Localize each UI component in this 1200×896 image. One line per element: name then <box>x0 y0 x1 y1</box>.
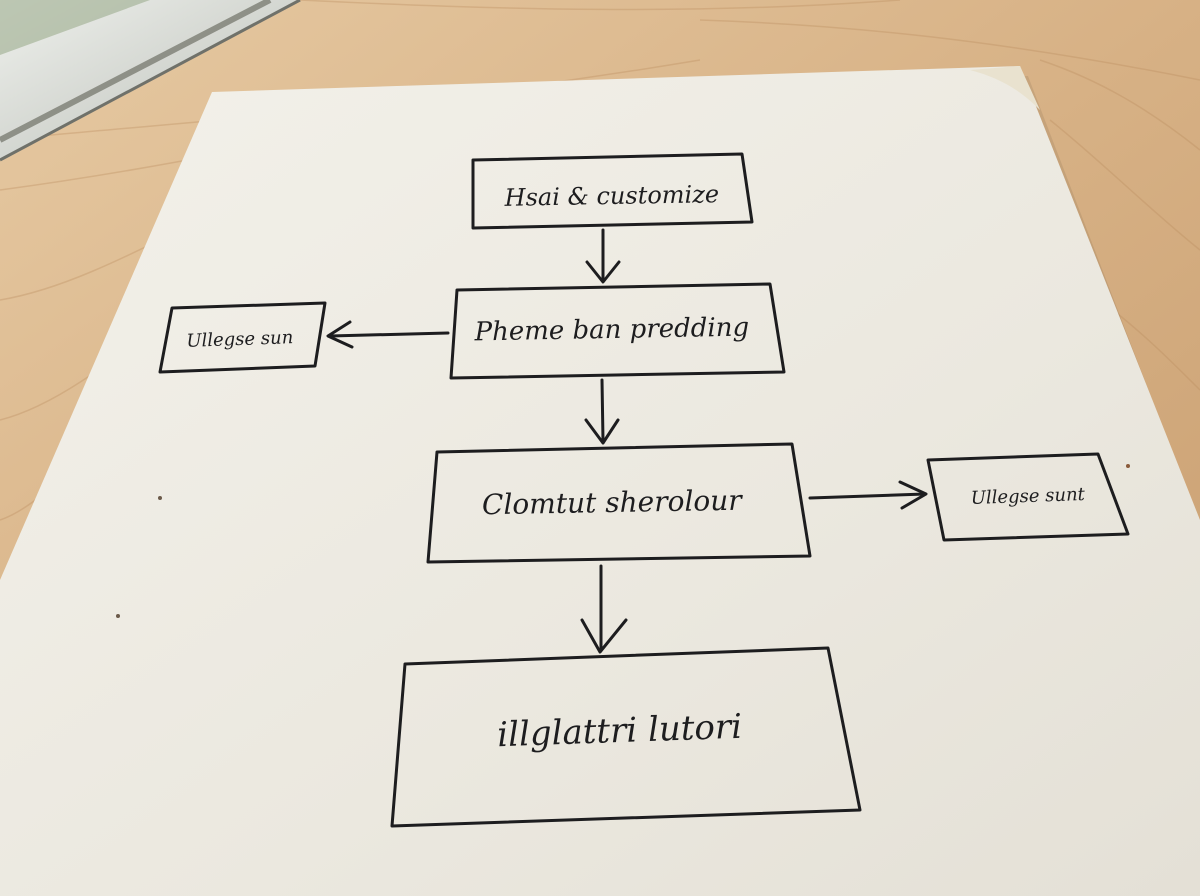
flowchart <box>158 152 1130 828</box>
arrow-2 <box>600 378 605 442</box>
flow-box-third <box>426 442 812 564</box>
paper-speck <box>158 496 162 500</box>
arrow-right <box>808 492 927 500</box>
box-left-label: Ullegse sun <box>186 327 294 352</box>
flow-box-left <box>158 301 327 374</box>
paper-curl <box>970 66 1040 110</box>
flow-box-right <box>926 452 1130 542</box>
window-frame <box>0 0 301 162</box>
box-bottom-label: illglattri lutori <box>497 707 743 756</box>
flow-box-bottom <box>390 646 862 828</box>
box-third-label: Clomtut sherolour <box>482 484 744 522</box>
flow-box-second <box>449 282 786 380</box>
paper-speck <box>1126 464 1130 468</box>
arrow-left <box>328 331 450 338</box>
paper-sheet <box>0 66 1200 896</box>
box-right-label: Ullegse sunt <box>970 484 1086 509</box>
flow-box-top <box>471 152 754 230</box>
flowchart-labels: Hsai & customize Pheme ban predding Ulle… <box>186 180 1086 755</box>
box-top-label: Hsai & customize <box>503 180 719 212</box>
paper-speck <box>116 614 120 618</box>
box-second-label: Pheme ban predding <box>473 313 749 348</box>
